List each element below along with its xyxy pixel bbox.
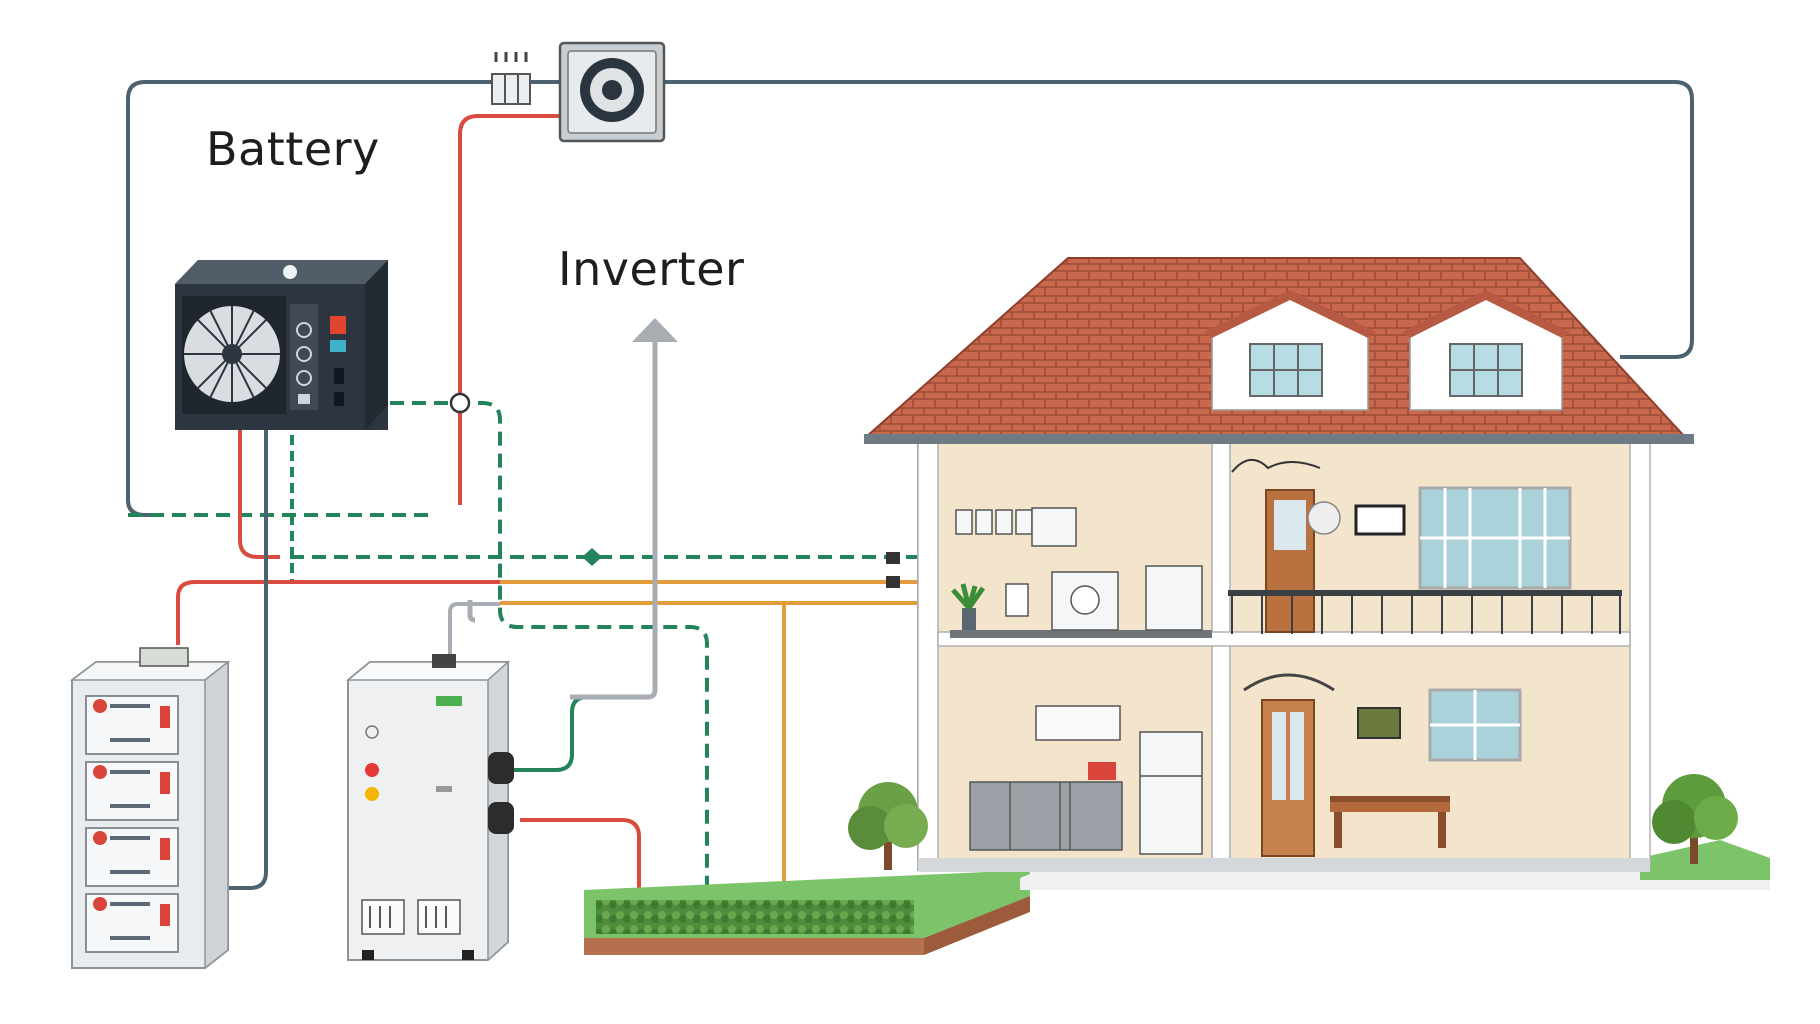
dc-line — [520, 818, 641, 912]
inverter-label: Inverter — [558, 242, 745, 296]
battery-label: Battery — [206, 122, 380, 176]
connector-icon — [886, 552, 900, 564]
connector-icon — [886, 576, 900, 588]
breaker-icon — [491, 52, 531, 105]
flow-arrow-head — [632, 318, 678, 342]
boiler-icon — [345, 654, 514, 962]
meter-icon — [558, 41, 666, 143]
plant-icon — [951, 583, 986, 630]
flow-arrow — [448, 602, 500, 660]
junction-node — [449, 392, 471, 414]
house-icon — [863, 257, 1694, 872]
battery-rack-icon — [69, 647, 231, 970]
garden-bed — [584, 870, 1030, 955]
signal-diamond — [582, 548, 602, 566]
dc-line — [176, 580, 920, 645]
grid-line — [662, 80, 1694, 359]
inverter-icon — [175, 260, 388, 430]
dc-line — [458, 114, 560, 505]
signal-line — [505, 695, 640, 772]
grid-line — [210, 430, 268, 890]
dc-line — [238, 430, 280, 559]
tree-icon — [1652, 774, 1738, 864]
tree-icon — [848, 782, 928, 870]
lawn — [1640, 840, 1770, 880]
flow-arrow — [570, 689, 658, 700]
flow-arrow — [467, 340, 658, 690]
